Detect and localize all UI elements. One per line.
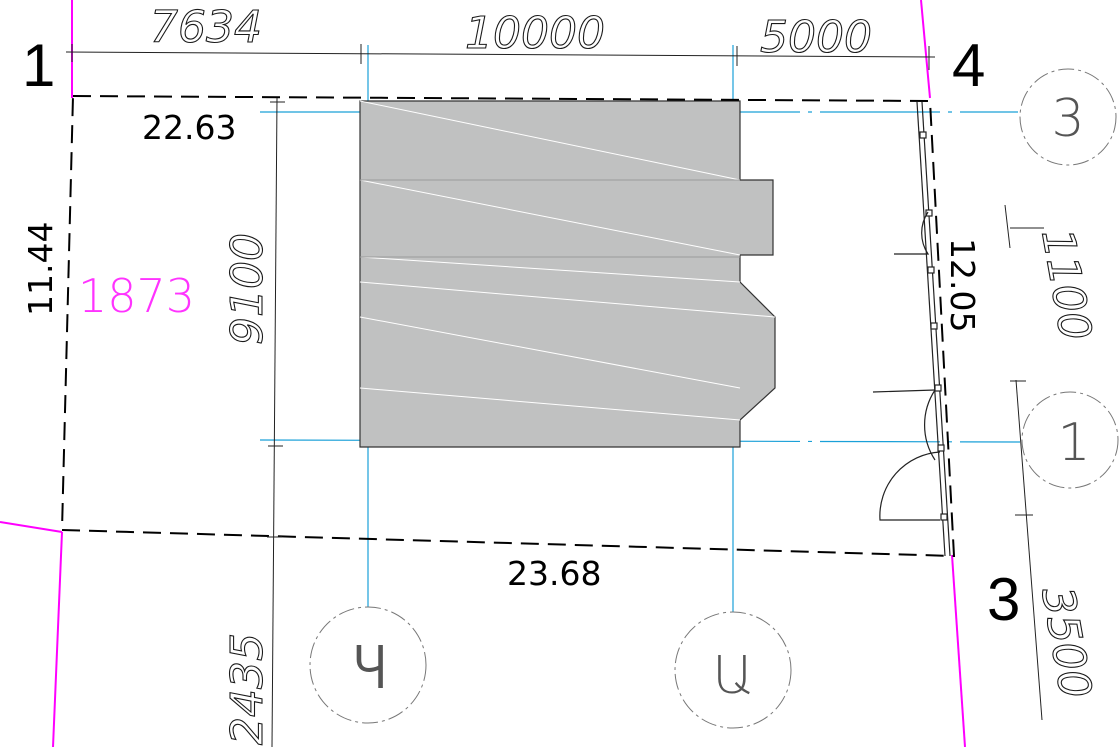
axis-bubble-bottom-left bbox=[309, 606, 427, 724]
right-dimension-line bbox=[1004, 204, 1044, 721]
dimension-label-right-bottom: 3500 bbox=[1031, 583, 1101, 702]
boundary-line-left-ext bbox=[0, 521, 63, 533]
gate-mid-arc-1 bbox=[923, 389, 936, 461]
dimension-label-right-top: 1100 bbox=[1031, 225, 1101, 344]
area-label: 1873 bbox=[78, 269, 195, 323]
axis-bubble-right-mid bbox=[1021, 391, 1119, 489]
boundary-line-right-top bbox=[920, 0, 931, 99]
axis-bubble-bottom-right bbox=[674, 611, 792, 729]
boundary-length-bottom: 23.68 bbox=[507, 554, 601, 593]
axis-bubbles bbox=[309, 68, 1119, 729]
boundary-line-left-down bbox=[52, 531, 63, 747]
parcel-boundary-dashed bbox=[60, 94, 956, 558]
axis-bubble-label-bottom-left: Ⴗ bbox=[354, 641, 386, 701]
gates bbox=[872, 211, 941, 521]
boundary-length-right: 12.05 bbox=[943, 238, 982, 332]
axis-bubble-label-bottom-right: Ա bbox=[712, 646, 753, 706]
corner-marker-4: 4 bbox=[952, 32, 985, 99]
dimension-label-left-bottom: 2435 bbox=[222, 633, 273, 745]
gate-mid-arc-2 bbox=[879, 451, 941, 521]
boundary-length-left: 11.44 bbox=[21, 222, 60, 316]
fence bbox=[916, 101, 951, 557]
boundary-length-top: 22.63 bbox=[142, 108, 236, 147]
roof-lines bbox=[359, 100, 776, 421]
building bbox=[359, 100, 776, 448]
gate-top-arc bbox=[894, 211, 930, 255]
dimension-label-top-2: 10000 bbox=[465, 8, 605, 59]
corner-marker-3: 3 bbox=[987, 566, 1020, 633]
left-dimension-line bbox=[267, 97, 285, 747]
dimension-label-left-main: 9100 bbox=[222, 233, 273, 345]
axis-bubble-label-right-mid: 1 bbox=[1057, 413, 1090, 473]
dimension-label-top-3: 5000 bbox=[760, 12, 872, 63]
top-dimension-line bbox=[65, 44, 936, 70]
corner-marker-1: 1 bbox=[22, 32, 55, 99]
axis-bubble-label-right-top: 3 bbox=[1051, 89, 1084, 149]
axis-bubble-right-top bbox=[1019, 68, 1117, 166]
dimension-label-top-1: 7634 bbox=[150, 2, 262, 53]
boundary-line-right-down bbox=[951, 554, 966, 747]
building-footprint bbox=[359, 100, 776, 448]
